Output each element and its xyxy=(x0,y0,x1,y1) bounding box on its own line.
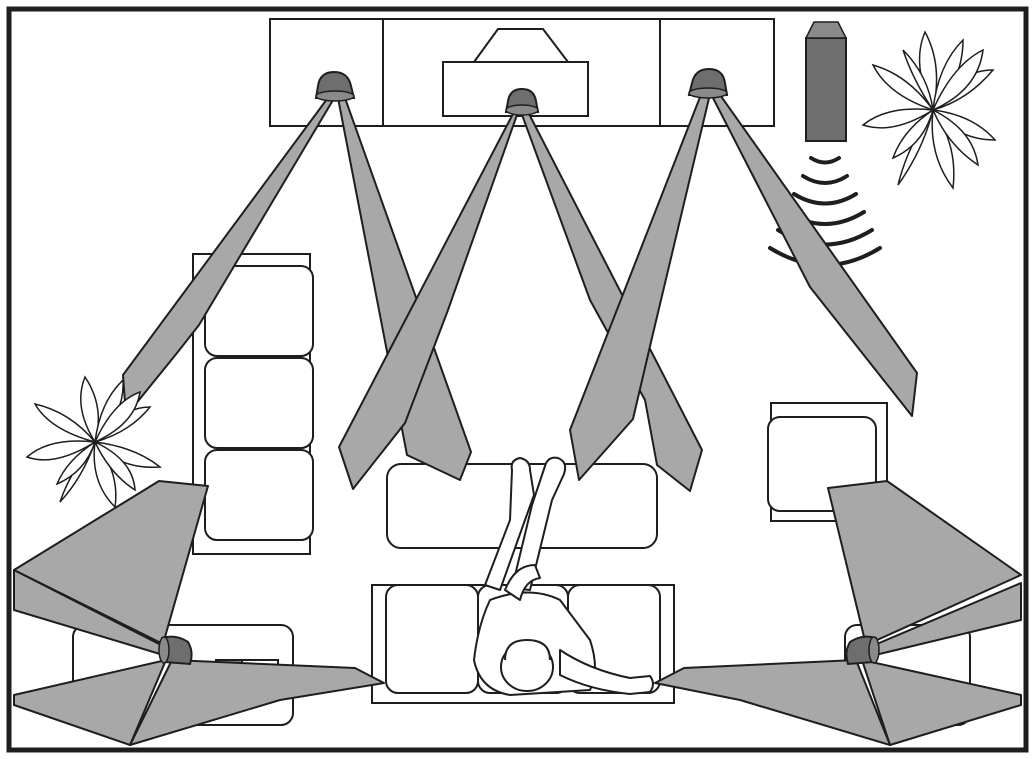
listener-arm xyxy=(559,649,654,695)
beam xyxy=(129,659,385,746)
listener-seated-on-sofa xyxy=(473,456,654,696)
room-furniture xyxy=(72,18,971,726)
rear-left-speaker xyxy=(158,635,193,666)
beam xyxy=(520,109,703,492)
sound-beams xyxy=(13,91,1022,746)
front-left-speaker xyxy=(314,70,356,102)
plant-left xyxy=(25,375,162,509)
beam xyxy=(13,659,167,746)
beam xyxy=(654,659,891,746)
listener-legs xyxy=(484,457,535,591)
beam xyxy=(827,480,1022,646)
armchair-right xyxy=(767,402,888,522)
center-speaker xyxy=(504,87,540,116)
plant-top-right xyxy=(861,30,997,190)
beam xyxy=(13,480,209,645)
subwoofer-tower xyxy=(804,21,848,142)
beam xyxy=(861,659,1022,746)
front-right-speaker xyxy=(687,67,729,99)
left-sofa xyxy=(192,253,314,555)
rear-right-speaker xyxy=(845,635,880,666)
